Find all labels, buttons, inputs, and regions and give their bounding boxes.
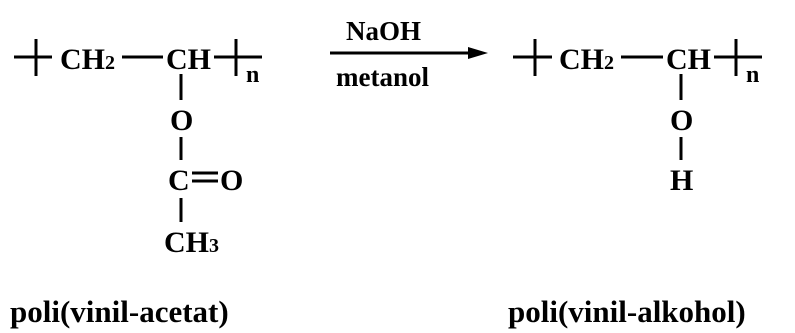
reactant-c-label: C (168, 164, 190, 197)
product-ch2-label: CH2 (559, 43, 614, 76)
product-structure: CH2 CH n O H (513, 39, 762, 197)
reactant-ch3-label: CH3 (164, 226, 219, 259)
reactant-structure: CH2 CH n O C O CH3 (14, 39, 262, 259)
reactant-repeat-n: n (246, 62, 259, 88)
product-repeat-n: n (746, 62, 759, 88)
reactant-o-double-label: O (220, 164, 243, 197)
reactant-name: poli(vinil-acetat) (10, 294, 229, 329)
reagent-label: NaOH (346, 16, 421, 46)
solvent-label: metanol (336, 62, 429, 92)
product-h-label: H (670, 164, 693, 197)
product-ch-label: CH (666, 43, 711, 76)
product-o-label: O (670, 104, 693, 137)
reactant-ch2-label: CH2 (60, 43, 115, 76)
reactant-o-label: O (170, 104, 193, 137)
reaction-arrow-group: NaOH metanol (330, 16, 488, 92)
reactant-ch-label: CH (166, 43, 211, 76)
reaction-arrowhead (468, 47, 488, 59)
product-name: poli(vinil-alkohol) (508, 294, 746, 329)
